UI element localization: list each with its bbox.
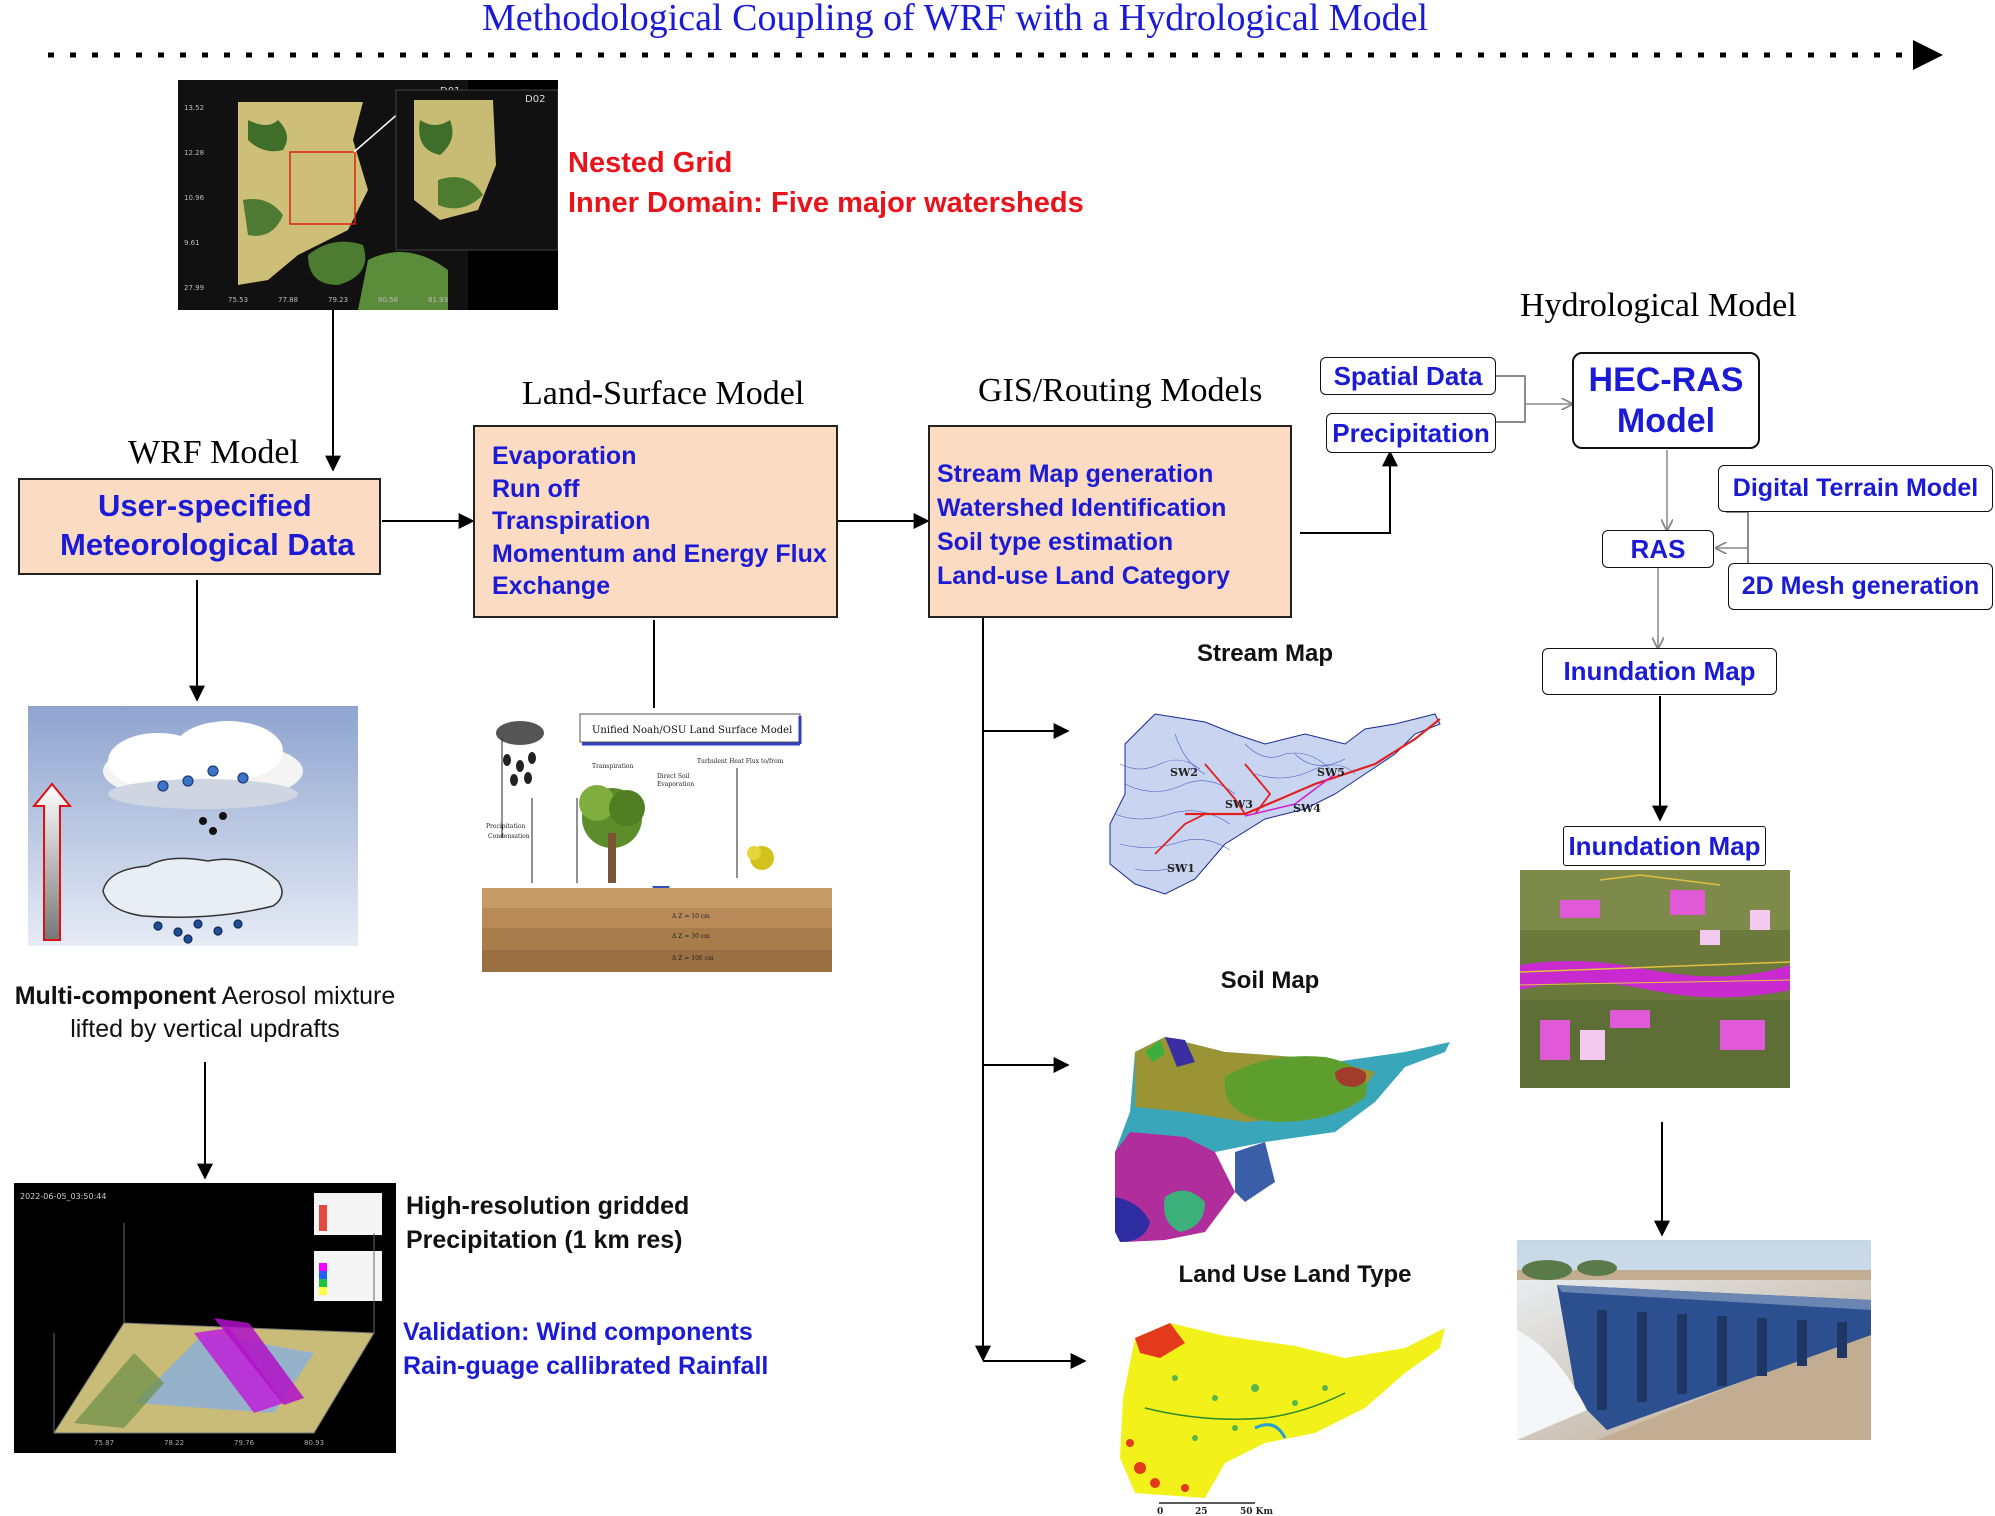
scale-50: 50 Km	[1240, 1507, 1273, 1516]
svg-text:78.22: 78.22	[164, 1439, 184, 1447]
lsm-item-exchange: Exchange	[492, 572, 611, 600]
inundation-map-box-2: Inundation Map	[1563, 826, 1766, 866]
svg-text:77.88: 77.88	[278, 296, 298, 304]
noah-lsm-schematic: Unified Noah/OSU Land Surface Model Prec…	[482, 708, 832, 972]
lsm-figure-title: Unified Noah/OSU Land Surface Model	[592, 725, 792, 736]
svg-text:75.87: 75.87	[94, 1439, 114, 1447]
landuse-map-image: 0 25 50 Km	[1115, 1318, 1450, 1516]
precip-caption-1: High-resolution gridded	[406, 1192, 690, 1220]
mesh-box: 2D Mesh generation	[1728, 563, 1993, 610]
lsm-item-evaporation: Evaporation	[492, 442, 637, 470]
diagram-title: Methodological Coupling of WRF with a Hy…	[481, 0, 1429, 39]
svg-text:Δ Z = 10 cm: Δ Z = 10 cm	[672, 913, 710, 920]
connector-dtm-mesh-to-ras	[1726, 511, 1785, 566]
aerosol-caption-line2: lifted by vertical updrafts	[70, 1015, 340, 1043]
hecras-line-1: HEC-RAS	[1588, 361, 1744, 399]
aerosol-cloud-image	[28, 706, 358, 946]
svg-text:80.93: 80.93	[304, 1439, 324, 1447]
ras-box: RAS	[1602, 530, 1714, 568]
svg-text:75.53: 75.53	[228, 296, 248, 304]
lsm-label: Land-Surface Model	[522, 375, 805, 412]
spatial-data-box: Spatial Data	[1320, 357, 1496, 395]
gis-item-watershed: Watershed Identification	[937, 494, 1227, 522]
watershed-sw4: SW4	[1293, 802, 1321, 815]
nested-grid-heading: Nested Grid	[568, 147, 733, 179]
scale-25: 25	[1195, 1507, 1208, 1516]
lsm-item-momentum: Momentum and Energy Flux	[492, 539, 827, 568]
svg-text:Transpiration: Transpiration	[592, 763, 634, 770]
precipitation-3d-render: 2022-06-05_03:50:44 75.87 78.22 79.76 80.93	[14, 1183, 396, 1453]
aerosol-caption: Multi-component Aerosol mixture lifted b…	[0, 980, 410, 1046]
svg-text:Direct Soil: Direct Soil	[657, 773, 689, 780]
lsm-item-transpiration: Transpiration	[492, 507, 651, 535]
inner-domain-label: D02	[525, 94, 545, 105]
precip-caption-2: Precipitation (1 km res)	[406, 1226, 683, 1254]
connector-inputs-to-hecras	[1495, 375, 1526, 423]
svg-text:10.96: 10.96	[184, 194, 205, 202]
lsm-box: Evaporation Run off Transpiration Moment…	[473, 425, 838, 618]
nested-grid-subheading: Inner Domain: Five major watersheds	[568, 187, 1084, 219]
svg-text:2022-06-05_03:50:44: 2022-06-05_03:50:44	[20, 1192, 106, 1201]
svg-text:27.99: 27.99	[184, 284, 204, 292]
svg-text:79.76: 79.76	[234, 1439, 255, 1447]
aerosol-caption-bold: Multi-component	[14, 982, 217, 1010]
gis-label: GIS/Routing Models	[978, 372, 1263, 409]
soil-map-title: Soil Map	[1220, 967, 1320, 994]
svg-text:13.52: 13.52	[184, 104, 204, 112]
updraft-arrow-icon	[31, 782, 73, 941]
hecras-model-box: HEC-RAS Model	[1572, 352, 1760, 449]
svg-text:12.28: 12.28	[184, 149, 204, 157]
arrow-gis-to-precipitation	[1300, 450, 1398, 534]
svg-text:Turbulent Heat Flux to/from: Turbulent Heat Flux to/from	[697, 758, 784, 765]
gis-item-soil: Soil type estimation	[937, 528, 1174, 556]
svg-text:80.58: 80.58	[378, 296, 398, 304]
stream-map-image: SW1 SW2 SW3 SW4 SW5	[1095, 704, 1450, 899]
scale-0: 0	[1157, 1507, 1163, 1516]
barrage-photo	[1517, 1240, 1871, 1440]
precipitation-input-box: Precipitation	[1326, 413, 1496, 453]
svg-text:79.23: 79.23	[328, 296, 348, 304]
gis-box: Stream Map generation Watershed Identifi…	[928, 425, 1292, 618]
watershed-sw3: SW3	[1225, 798, 1253, 811]
svg-text:Condensation: Condensation	[488, 833, 530, 840]
wrf-line-1: User-specified	[98, 488, 312, 523]
svg-text:Evaporation: Evaporation	[657, 781, 694, 788]
soil-map-image	[1105, 1032, 1455, 1244]
watershed-sw5: SW5	[1317, 766, 1345, 779]
wrf-model-box: User-specified Meteorological Data	[18, 478, 381, 575]
hecras-line-2: Model	[1616, 401, 1716, 440]
svg-text:Δ Z = 30 cm: Δ Z = 30 cm	[672, 933, 710, 940]
watershed-sw1: SW1	[1167, 862, 1195, 875]
aerosol-caption-rest: Aerosol mixture	[216, 982, 396, 1010]
gis-item-stream: Stream Map generation	[937, 460, 1214, 488]
lsm-item-runoff: Run off	[492, 474, 580, 503]
watershed-sw2: SW2	[1170, 766, 1198, 779]
wrf-line-2: Meteorological Data	[60, 527, 355, 562]
hydro-label: Hydrological Model	[1520, 287, 1797, 324]
nested-grid-image: 13.52 12.28 10.96 9.61 27.99 75.53 77.88 79.23…	[178, 80, 558, 310]
validation-caption-1: Validation: Wind components	[403, 1318, 753, 1346]
stream-map-title: Stream Map	[1196, 640, 1334, 667]
svg-text:Δ Z = 100 cm: Δ Z = 100 cm	[672, 955, 714, 962]
svg-text:Precipitation: Precipitation	[486, 823, 525, 830]
inundation-map-box-1: Inundation Map	[1542, 648, 1777, 695]
validation-caption-2: Rain-guage callibrated Rainfall	[403, 1352, 769, 1380]
gis-item-landuse: Land-use Land Category	[937, 562, 1231, 590]
inundation-map-image	[1520, 870, 1790, 1088]
dtm-box: Digital Terrain Model	[1718, 465, 1993, 512]
svg-text:81.93: 81.93	[428, 296, 448, 304]
svg-text:9.61: 9.61	[184, 239, 200, 247]
landuse-map-title: Land Use Land Type	[1178, 1261, 1412, 1288]
wrf-model-label: WRF Model	[128, 434, 299, 471]
